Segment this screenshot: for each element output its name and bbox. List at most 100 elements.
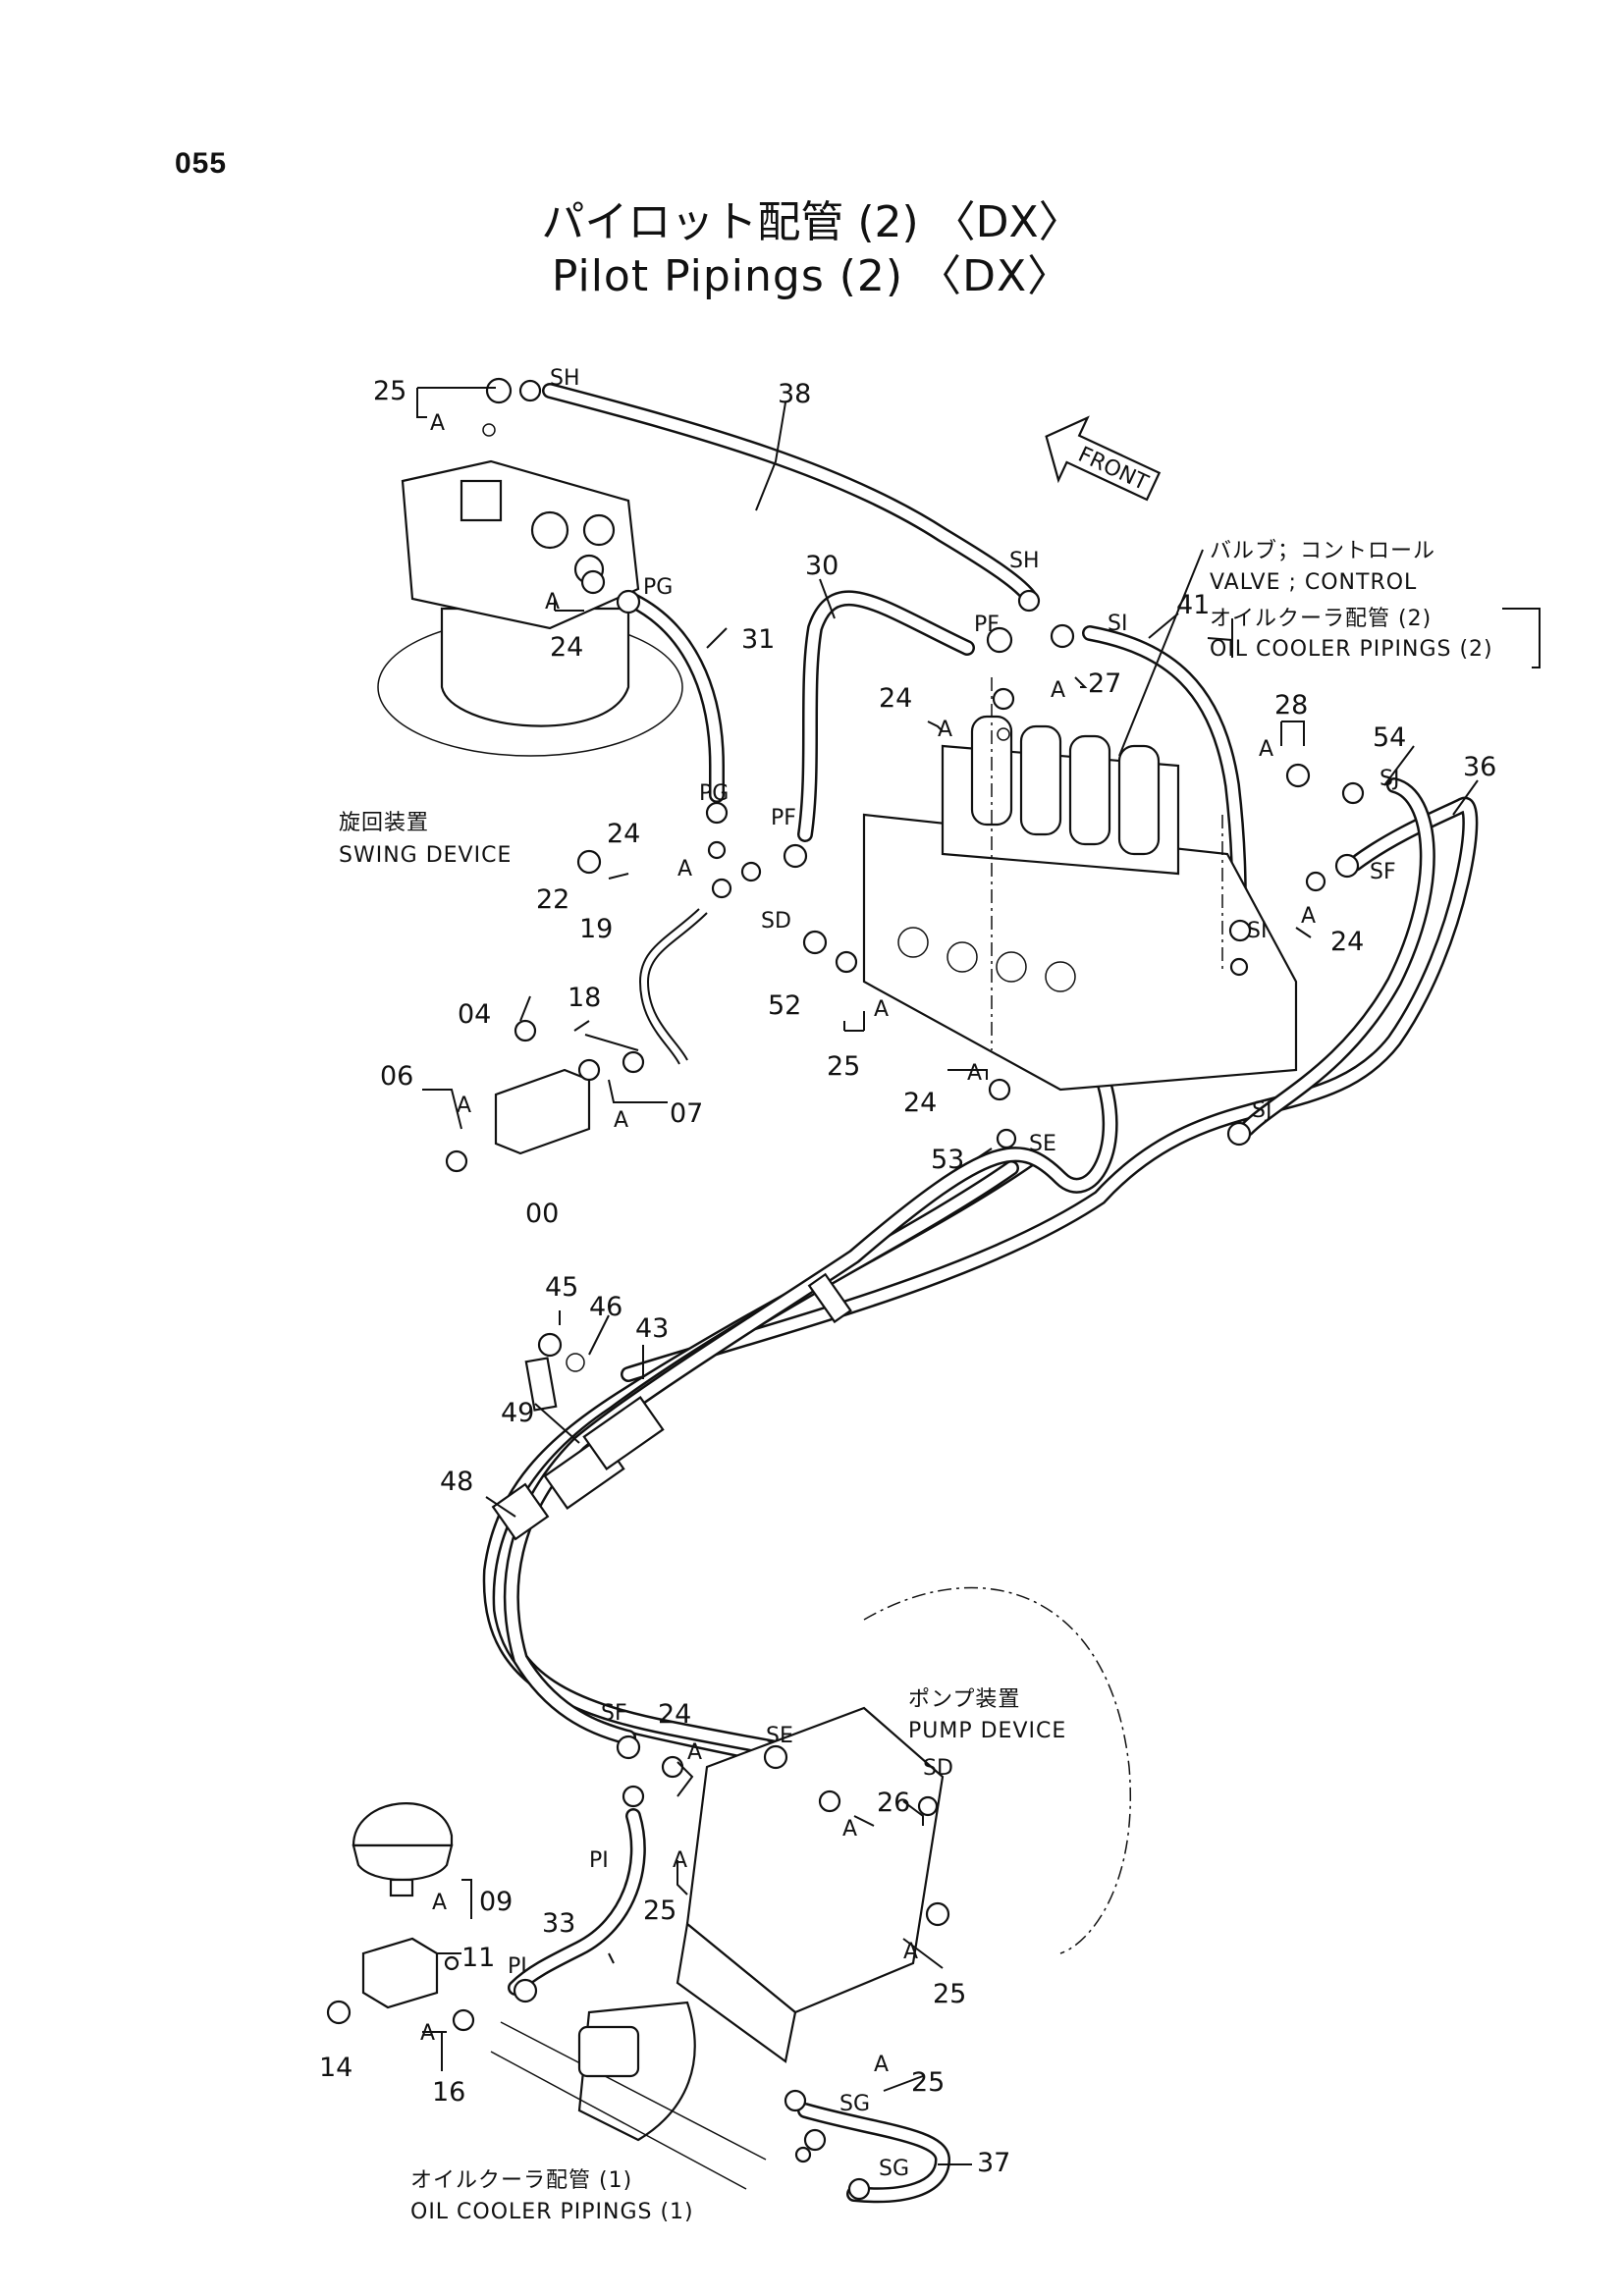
part-number-46: 46 <box>589 1292 622 1322</box>
pipe-18 <box>638 908 708 1065</box>
gasket-label-a: A <box>430 411 445 436</box>
pump-device-label-english: PUMP DEVICE <box>908 1719 1066 1743</box>
part-number-14: 14 <box>319 2053 352 2083</box>
port-label-pg-top: PG <box>643 575 673 600</box>
pump-device-label-japanese: ポンプ装置 <box>908 1687 1020 1712</box>
block-00 <box>494 1068 591 1155</box>
part-number-36: 36 <box>1463 752 1496 782</box>
hose-37 <box>797 2103 951 2204</box>
hose-bundle <box>482 1062 1118 1799</box>
gasket-label-a: A <box>1051 678 1065 703</box>
oil-cooler-2-label-english: OIL COOLER PIPINGS (2) <box>1210 637 1493 662</box>
hose-38 <box>542 383 1039 607</box>
gasket-label-a: A <box>1301 904 1316 929</box>
gasket-label-a: A <box>677 857 692 881</box>
part-number-25-top: 25 <box>373 376 406 406</box>
hose-36 <box>621 796 1479 1382</box>
valve-label-japanese: バルブ；コントロール <box>1210 539 1435 563</box>
part-number-30: 30 <box>805 551 839 581</box>
swing-device-label-english: SWING DEVICE <box>339 843 512 868</box>
port-label-sf-valve: SF <box>1370 860 1396 884</box>
block-11 <box>361 1937 439 2009</box>
part-number-24-mid: 24 <box>607 819 640 849</box>
part-number-25-pump-right: 25 <box>933 1979 966 2009</box>
port-label-si-top: SI <box>1108 612 1127 636</box>
pump-device <box>490 1586 1131 2190</box>
port-label-se-valve: SE <box>1029 1132 1056 1156</box>
accumulator <box>352 1802 454 1897</box>
part-number-04: 04 <box>458 999 491 1030</box>
port-label-sg-bottom: SG <box>879 2157 909 2181</box>
gasket-label-a: A <box>938 718 952 742</box>
part-number-31: 31 <box>741 624 775 655</box>
oil-cooler-2-label-japanese: オイルクーラ配管 (2) <box>1210 607 1432 631</box>
port-label-sd-pump: SD <box>923 1756 953 1781</box>
port-label-sh-top: SH <box>550 366 580 391</box>
component-labels: バルブ；コントロール VALVE ; CONTROL オイルクーラ配管 (2) … <box>339 539 1493 2224</box>
part-number-52: 52 <box>768 990 801 1021</box>
valve-label-english: VALVE ; CONTROL <box>1210 570 1417 595</box>
fittings <box>326 377 1365 2201</box>
leader-lines <box>416 387 1541 2165</box>
part-number-09: 09 <box>479 1887 513 1917</box>
gasket-label-a: A <box>432 1891 447 1915</box>
port-label-pi-bottom: PI <box>508 1954 527 1979</box>
part-number-33: 33 <box>542 1908 575 1939</box>
part-number-24-lower: 24 <box>903 1088 937 1118</box>
part-number-24-right: 24 <box>1330 927 1364 957</box>
part-number-24-pump: 24 <box>658 1699 691 1730</box>
part-number-38: 38 <box>778 379 811 409</box>
part-number-07: 07 <box>670 1098 703 1129</box>
part-number-25-pump: 25 <box>643 1896 676 1926</box>
port-label-pi-top: PI <box>589 1848 609 1873</box>
gasket-label-a: A <box>874 997 889 1022</box>
gasket-label-a: A <box>1259 737 1273 762</box>
port-label-se-pump: SE <box>766 1724 793 1748</box>
port-label-sg-top: SG <box>839 2092 870 2116</box>
gasket-label-a: A <box>420 2021 435 2046</box>
part-number-16: 16 <box>432 2077 465 2108</box>
part-number-00: 00 <box>525 1199 559 1229</box>
hose-sj <box>1239 777 1435 1137</box>
part-number-11: 11 <box>461 1943 495 1973</box>
gasket-label-a: A <box>457 1094 471 1118</box>
part-number-54: 54 <box>1373 722 1406 753</box>
port-label-sj-bottom: SJ <box>1252 1098 1271 1123</box>
oil-cooler-1-label-japanese: オイルクーラ配管 (1) <box>410 2168 632 2193</box>
page-title-japanese: パイロット配管 (2) 〈DX〉 <box>541 197 1082 247</box>
port-label-sf-pump: SF <box>601 1701 627 1726</box>
gasket-label-a: A <box>967 1061 982 1086</box>
port-label-sj-top: SJ <box>1380 767 1399 791</box>
hose-31 <box>625 593 725 803</box>
gasket-label-a: A <box>545 590 560 614</box>
port-label-si-bottom: SI <box>1247 919 1267 943</box>
part-number-22: 22 <box>536 884 569 915</box>
front-arrow: FRONT <box>1045 415 1162 502</box>
part-number-49: 49 <box>501 1398 534 1428</box>
port-label-pf-bottom: PF <box>771 806 796 830</box>
gasket-label-a: A <box>673 1848 687 1873</box>
swing-device-label-japanese: 旋回装置 <box>339 811 429 835</box>
hose-30 <box>797 590 975 842</box>
part-number-53: 53 <box>931 1145 964 1175</box>
gasket-label-a: A <box>874 2053 889 2077</box>
part-number-24-valve: 24 <box>879 683 912 714</box>
part-number-41: 41 <box>1176 590 1210 620</box>
part-number-06: 06 <box>380 1061 413 1092</box>
part-number-37: 37 <box>977 2148 1010 2178</box>
part-number-26: 26 <box>877 1788 910 1818</box>
hose-clamp-assembly <box>491 1272 852 1541</box>
swing-device <box>377 459 683 757</box>
port-labels: SH SH PG PG PF PF SI SI SJ SJ SF SF SD S… <box>420 366 1399 2181</box>
hose-33 <box>508 1808 646 1996</box>
page-number: 055 <box>175 147 228 180</box>
part-number-18: 18 <box>568 983 601 1013</box>
part-number-48: 48 <box>440 1467 473 1497</box>
gasket-label-a: A <box>614 1108 628 1133</box>
page-title-english: Pilot Pipings (2) 〈DX〉 <box>551 251 1072 301</box>
part-number-25-pump-bottom: 25 <box>911 2067 945 2098</box>
part-numbers: 25 38 24 31 30 27 41 28 54 36 24 24 24 2… <box>319 376 1496 2178</box>
gasket-label-a: A <box>687 1740 702 1765</box>
part-number-19: 19 <box>579 914 613 944</box>
